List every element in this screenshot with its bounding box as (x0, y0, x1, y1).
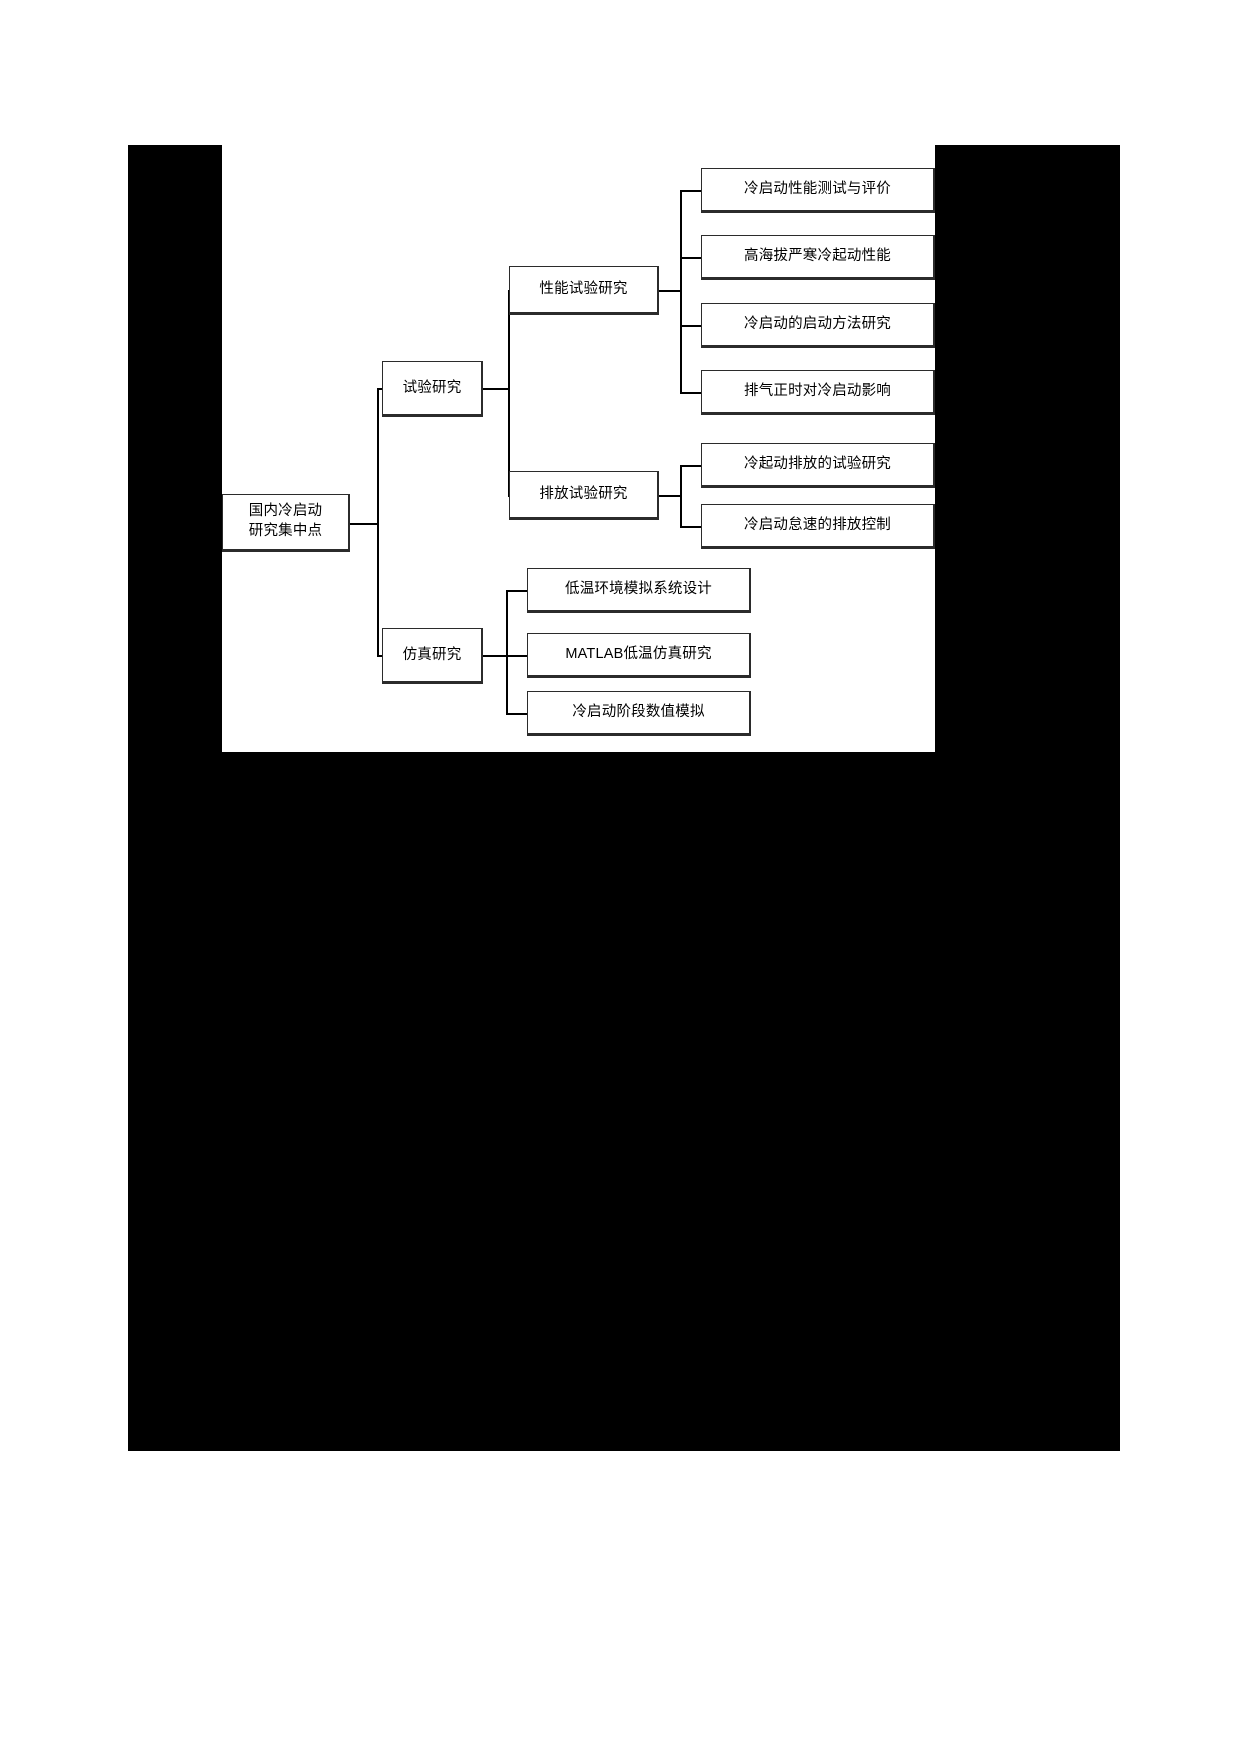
edge-to-leaf-p3 (680, 325, 702, 327)
edge-to-leaf-p1 (680, 190, 702, 192)
node-leaf-matlab-low-temp-sim[interactable]: MATLAB低温仿真研究 (527, 633, 751, 678)
node-leaf-cold-start-stage-numerical-sim[interactable]: 冷启动阶段数值模拟 (527, 691, 751, 736)
node-leaf-cold-start-method[interactable]: 冷启动的启动方法研究 (701, 303, 935, 348)
node-experimental-research[interactable]: 试验研究 (382, 361, 483, 417)
node-emission-test-research-label: 排放试验研究 (539, 486, 628, 503)
node-leaf-cold-start-idle-emission-control[interactable]: 冷启动怠速的排放控制 (701, 504, 935, 549)
edge-emission-leaves-spine (680, 465, 682, 527)
edge-to-leaf-p4 (680, 392, 702, 394)
node-experimental-research-label: 试验研究 (402, 379, 462, 396)
edge-performance-test-stub (659, 290, 681, 292)
edge-experimental-spine (508, 290, 510, 496)
node-leaf-cold-start-emission-test-label: 冷起动排放的试验研究 (744, 456, 891, 473)
node-leaf-cold-start-stage-numerical-sim-label: 冷启动阶段数值模拟 (572, 704, 705, 721)
edge-performance-leaves-spine (680, 190, 682, 393)
node-leaf-cold-start-performance-test[interactable]: 冷启动性能测试与评价 (701, 168, 935, 213)
node-leaf-high-altitude-severe-cold[interactable]: 高海拔严寒冷起动性能 (701, 235, 935, 280)
edge-emission-test-stub (659, 495, 681, 497)
node-leaf-cold-start-idle-emission-control-label: 冷启动怠速的排放控制 (744, 517, 891, 534)
node-simulation-research-label: 仿真研究 (402, 646, 462, 663)
node-leaf-exhaust-timing-effect-label: 排气正时对冷启动影响 (744, 383, 891, 400)
scan-mask-bottom (128, 752, 1120, 1451)
node-leaf-exhaust-timing-effect[interactable]: 排气正时对冷启动影响 (701, 370, 935, 415)
node-root[interactable]: 国内冷启动 研究集中点 (222, 494, 350, 552)
node-leaf-low-temp-env-sim-system[interactable]: 低温环境模拟系统设计 (527, 568, 751, 613)
edge-to-leaf-s2 (506, 655, 528, 657)
edge-simulation-stub (483, 655, 507, 657)
edge-root-spine (377, 388, 379, 656)
node-performance-test-research[interactable]: 性能试验研究 (509, 266, 659, 315)
node-simulation-research[interactable]: 仿真研究 (382, 628, 483, 684)
node-leaf-cold-start-performance-test-label: 冷启动性能测试与评价 (744, 181, 891, 198)
node-leaf-cold-start-emission-test[interactable]: 冷起动排放的试验研究 (701, 443, 935, 488)
edge-experimental-stub (483, 388, 509, 390)
node-root-label: 国内冷启动 研究集中点 (248, 503, 323, 539)
edge-to-leaf-e2 (680, 526, 702, 528)
edge-to-leaf-e1 (680, 465, 702, 467)
node-leaf-cold-start-method-label: 冷启动的启动方法研究 (744, 316, 891, 333)
edge-simulation-leaves-spine (506, 590, 508, 714)
node-leaf-matlab-low-temp-sim-label: MATLAB低温仿真研究 (565, 646, 712, 663)
edge-to-leaf-s3 (506, 713, 528, 715)
node-emission-test-research[interactable]: 排放试验研究 (509, 471, 659, 520)
edge-root-stub (350, 523, 378, 525)
tree-diagram-canvas: 国内冷启动 研究集中点 试验研究 仿真研究 性能试验研究 排放试验研究 冷启动性… (222, 145, 935, 752)
node-leaf-low-temp-env-sim-system-label: 低温环境模拟系统设计 (565, 581, 712, 598)
edge-to-leaf-p2 (680, 257, 702, 259)
edge-to-leaf-s1 (506, 590, 528, 592)
node-performance-test-research-label: 性能试验研究 (539, 281, 628, 298)
node-leaf-high-altitude-severe-cold-label: 高海拔严寒冷起动性能 (744, 248, 891, 265)
